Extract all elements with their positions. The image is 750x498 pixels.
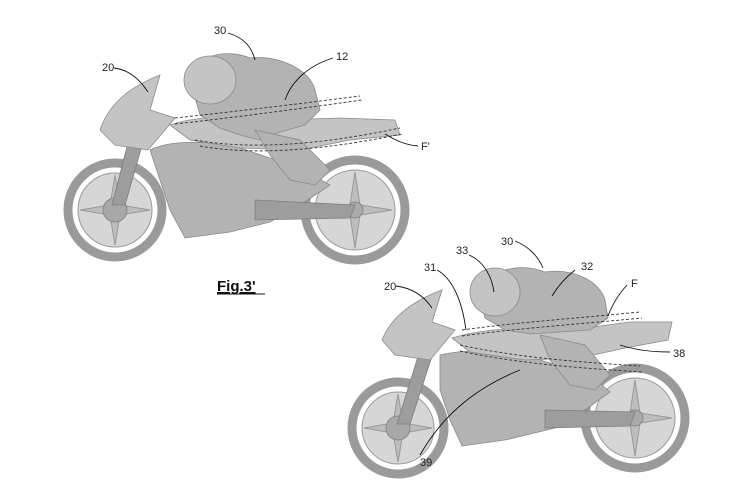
labels-bottom: 20 31 33 30 32 F 38 39 [384, 236, 685, 469]
rear-wheel-bottom [580, 363, 690, 473]
motorcycle-top [63, 53, 410, 265]
front-fairing-bottom [381, 289, 456, 361]
front-wheel-bottom [347, 377, 449, 479]
motorcycle-bottom [347, 267, 690, 479]
leader-30-bottom [514, 240, 544, 269]
leader-31-bottom [436, 269, 467, 331]
label-38-bottom: 38 [673, 348, 685, 360]
swingarm-top [254, 199, 356, 221]
leader-12-top [284, 57, 334, 101]
helmet-top [183, 55, 237, 105]
label-30-top: 30 [214, 25, 226, 37]
swingarm-bottom [544, 409, 636, 429]
leader-20-bottom [395, 285, 433, 309]
rear-wheel-top [300, 155, 410, 265]
label-F-bottom: F [631, 278, 638, 290]
leader-38-bottom [619, 344, 671, 353]
helmet-bottom [469, 267, 521, 317]
leader-30-top [227, 32, 256, 61]
front-fairing-top [99, 74, 176, 151]
leader-33-bottom [468, 254, 495, 293]
label-39-bottom: 39 [420, 457, 432, 469]
label-32-bottom: 32 [581, 261, 593, 273]
labels-top: 20 30 12 F' [102, 25, 430, 153]
label-33-bottom: 33 [456, 245, 468, 257]
leader-20-top [113, 67, 149, 93]
rider-leg-top [254, 129, 331, 186]
label-F-prime-top: F' [421, 141, 430, 153]
label-12-top: 12 [336, 51, 348, 63]
label-20-bottom: 20 [384, 281, 396, 293]
leader-32-bottom [551, 269, 576, 297]
front-wheel-top [63, 158, 167, 262]
label-31-bottom: 31 [424, 262, 436, 274]
leader-39-bottom [419, 369, 521, 456]
label-20-top: 20 [102, 62, 114, 74]
leader-F-prime-top [384, 133, 419, 147]
rider-leg-bottom [539, 334, 611, 391]
leader-F-bottom [607, 284, 628, 317]
label-30-bottom: 30 [501, 236, 513, 248]
figure-caption: Fig.3' [217, 278, 256, 295]
